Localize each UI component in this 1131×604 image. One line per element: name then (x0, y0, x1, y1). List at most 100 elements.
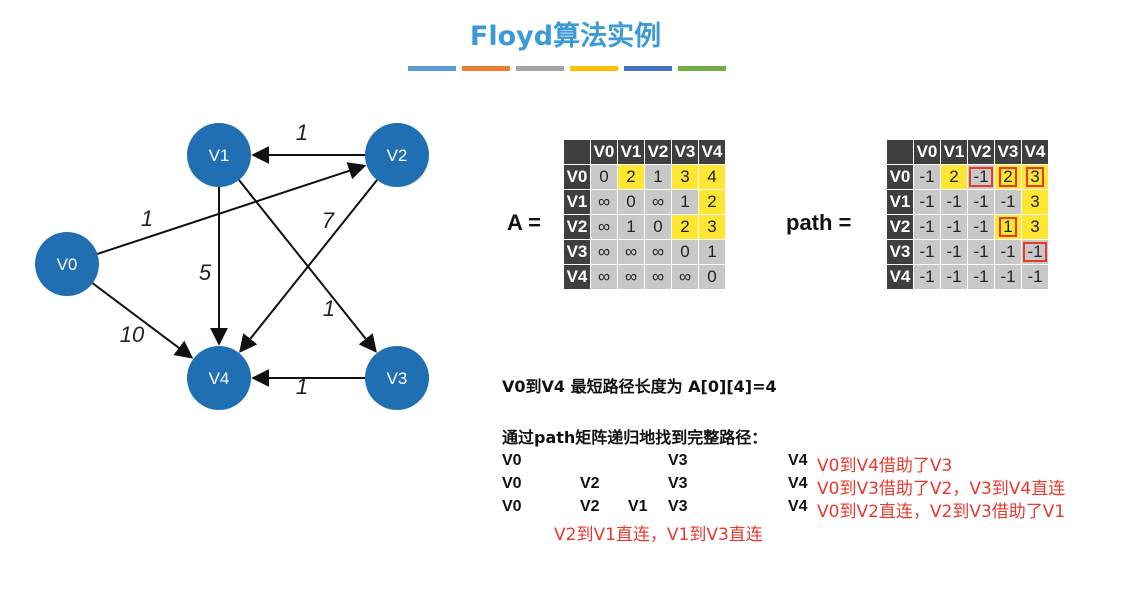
matrix-path-cell: -1 (940, 264, 968, 290)
path-explanation-note: V0到V2直连，V2到V3借助了V1 (817, 502, 1066, 522)
edge-weight-label: 1 (141, 206, 153, 231)
matrix-path-cell: -1 (967, 264, 995, 290)
matrix-a-row-header: V2 (563, 214, 591, 240)
edge-v0-v2 (97, 162, 367, 255)
matrix-a-cell: ∞ (671, 264, 699, 290)
matrix-path-cell: 2 (994, 164, 1022, 190)
path-node-token: V3 (668, 452, 688, 469)
matrix-path-cell: -1 (913, 264, 941, 290)
edge-v1-v3 (238, 179, 377, 353)
matrix-a-cell: 2 (671, 214, 699, 240)
matrix-path-col-header: V2 (967, 139, 995, 165)
matrix-path-cell: -1 (913, 189, 941, 215)
matrix-a-cell: ∞ (590, 239, 618, 265)
matrix-path-label: path = (786, 210, 852, 235)
stripe (624, 66, 672, 71)
matrix-path-cell: -1 (994, 239, 1022, 265)
matrix-a-col-header: V1 (617, 139, 645, 165)
matrix-a-cell: 1 (698, 239, 726, 265)
edge-weight-label: 7 (322, 208, 335, 233)
matrix-path-col-header: V0 (913, 139, 941, 165)
matrix-a-cell: 0 (671, 239, 699, 265)
node-label: V2 (387, 146, 408, 165)
matrix-path-row-header: V0 (886, 164, 914, 190)
matrix-a-cell: 3 (698, 214, 726, 240)
stripe (408, 66, 456, 71)
path-explanation-note: V0到V3借助了V2，V3到V4直连 (817, 479, 1066, 499)
path-node-token: V4 (788, 498, 808, 515)
path-node-token: V4 (788, 452, 808, 469)
matrix-a-row-header: V0 (563, 164, 591, 190)
matrix-a-cell: 0 (698, 264, 726, 290)
matrix-path-boxed-value: -1 (1023, 242, 1047, 262)
matrix-a-col-header: V4 (698, 139, 726, 165)
path-node-token: V0 (502, 475, 522, 492)
matrix-path-cell: -1 (940, 189, 968, 215)
matrix-path-cell: -1 (1021, 264, 1049, 290)
matrix-a-cell: ∞ (590, 189, 618, 215)
matrix-path-cell: 2 (940, 164, 968, 190)
node-v1 (187, 123, 251, 187)
matrix-path-col-header: V1 (940, 139, 968, 165)
matrix-a-cell: 4 (698, 164, 726, 190)
matrix-a-col-header: V2 (644, 139, 672, 165)
matrix-a-corner (563, 139, 591, 165)
matrix-path-cell: -1 (940, 214, 968, 240)
matrix-path-cell: 3 (1021, 189, 1049, 215)
matrix-a-cell: ∞ (590, 214, 618, 240)
matrix-path-cell: -1 (967, 189, 995, 215)
matrix-path-cell: -1 (913, 239, 941, 265)
page-title: Floyd算法实例 (469, 21, 662, 52)
path-node-token: V1 (628, 498, 648, 515)
matrix-path-col-header: V3 (994, 139, 1022, 165)
edge-v0-v4 (91, 282, 194, 359)
matrix-path-boxed-value: 2 (999, 167, 1017, 187)
edge-weight-label: 5 (199, 260, 212, 285)
matrix-a-cell: 1 (671, 189, 699, 215)
matrix-a-cell: 0 (644, 214, 672, 240)
path-node-token: V0 (502, 452, 522, 469)
matrix-a-cell: 3 (671, 164, 699, 190)
matrix-a-cell: ∞ (644, 189, 672, 215)
matrix-path-row-header: V1 (886, 189, 914, 215)
edge-weight-label: 1 (296, 374, 308, 399)
node-label: V0 (57, 255, 78, 274)
path-node-token: V0 (502, 498, 522, 515)
edge-weight-label: 10 (120, 322, 145, 347)
matrix-path-row-header: V4 (886, 264, 914, 290)
matrix-a-col-header: V3 (671, 139, 699, 165)
matrix-path-cell: -1 (967, 239, 995, 265)
matrix-a-cell: ∞ (617, 239, 645, 265)
matrix-a-cell: ∞ (590, 264, 618, 290)
matrix-a-cell: 1 (644, 164, 672, 190)
node-v2 (365, 123, 429, 187)
node-v3 (365, 346, 429, 410)
node-v4 (187, 346, 251, 410)
path-explanation-note: V0到V4借助了V3 (817, 456, 953, 476)
matrix-path-cell: -1 (967, 214, 995, 240)
matrix-path-corner (886, 139, 914, 165)
matrix-path-col-header: V4 (1021, 139, 1049, 165)
matrix-path-row-header: V3 (886, 239, 914, 265)
title-underline-stripes (408, 66, 726, 71)
matrix-path-cell: -1 (913, 214, 941, 240)
node-label: V4 (209, 369, 230, 388)
path-node-token: V2 (580, 498, 600, 515)
matrix-path-cell: 3 (1021, 214, 1049, 240)
matrix-a-cell: ∞ (644, 264, 672, 290)
matrix-a-cell: 0 (617, 189, 645, 215)
extra-note: V2到V1直连，V1到V3直连 (554, 525, 763, 545)
matrix-a-cell: 2 (617, 164, 645, 190)
matrix-a-row-header: V3 (563, 239, 591, 265)
matrix-a-row-header: V1 (563, 189, 591, 215)
path-node-token: V3 (668, 475, 688, 492)
path-node-token: V2 (580, 475, 600, 492)
stripe (678, 66, 726, 71)
matrix-a-row-header: V4 (563, 264, 591, 290)
path-node-token: V4 (788, 475, 808, 492)
path-node-token: V3 (668, 498, 688, 515)
matrix-a-cell: ∞ (644, 239, 672, 265)
